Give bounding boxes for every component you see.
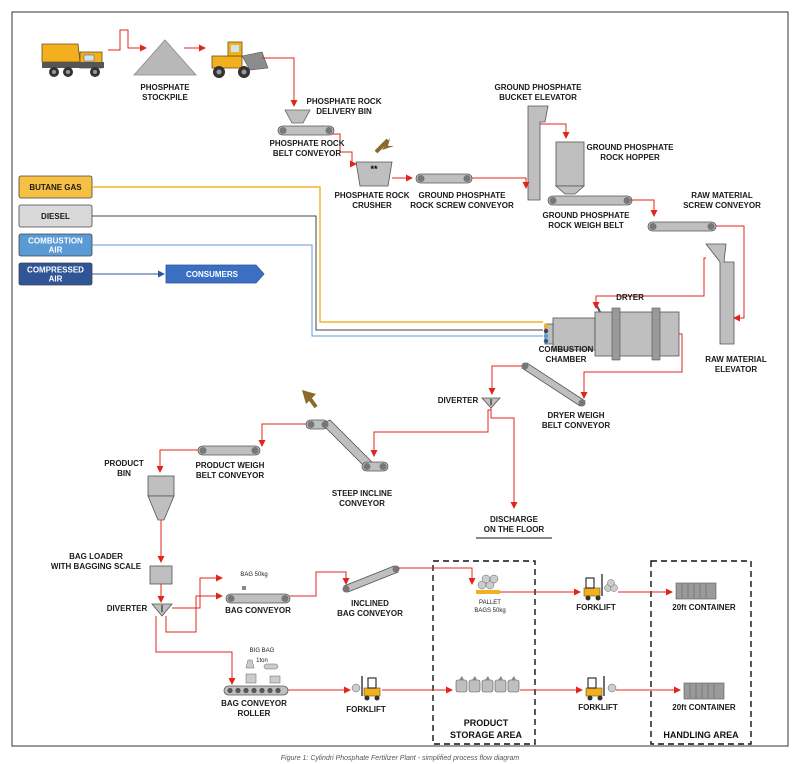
diesel-line bbox=[92, 215, 543, 331]
forklift-2-label: FORKLIFT bbox=[346, 705, 386, 714]
utility-source-box: DIESEL bbox=[18, 204, 93, 228]
product-storage-area bbox=[432, 560, 536, 745]
product-weigh-belt bbox=[197, 445, 261, 456]
inclined-bag-conveyor bbox=[342, 565, 400, 593]
inlet-dot-icon bbox=[543, 323, 549, 329]
forklift-1-label: FORKLIFT bbox=[576, 603, 616, 612]
dryer-unit bbox=[544, 303, 680, 361]
bucket-elevator bbox=[527, 105, 549, 201]
rock-hopper bbox=[554, 141, 586, 195]
utility-source-box: BUTANE GAS bbox=[18, 175, 93, 199]
dryer-weigh-belt bbox=[521, 362, 586, 407]
pallet-bags-icon bbox=[476, 574, 500, 594]
dryer-label: DRYER bbox=[616, 293, 644, 302]
forklift-icon bbox=[583, 574, 618, 601]
raw-screw-conveyor bbox=[647, 221, 717, 232]
shipping-container-icon bbox=[675, 582, 717, 600]
rock-belt-conveyor bbox=[277, 125, 335, 136]
delivery-bin bbox=[284, 109, 311, 124]
utility-source-label: BUTANE GAS bbox=[29, 183, 82, 192]
combustion-air-line bbox=[92, 244, 543, 337]
inlet-dot-icon bbox=[543, 333, 549, 339]
consumers-label: CONSUMERS bbox=[186, 270, 239, 279]
svg-text:**: ** bbox=[370, 164, 378, 174]
material-flow bbox=[108, 29, 745, 694]
steep-incline-conveyor bbox=[305, 419, 389, 472]
diagram-frame bbox=[11, 11, 789, 747]
big-bags-row-icon bbox=[455, 676, 520, 693]
shipping-container-icon bbox=[683, 682, 725, 700]
product-bin bbox=[147, 475, 175, 521]
bag-conveyor bbox=[225, 586, 291, 604]
forklift-icon bbox=[351, 676, 381, 701]
bag-conveyor-roller bbox=[223, 685, 289, 696]
forklift-3-label: FORKLIFT bbox=[578, 703, 618, 712]
exhaust-arrow-icon bbox=[374, 138, 390, 154]
inlet-dot-icon bbox=[543, 338, 549, 344]
figure-caption: Figure 1: Cylindri Phosphate Fertilizer … bbox=[281, 755, 520, 762]
wheel-loader-icon bbox=[211, 41, 269, 78]
container-1-label: 20ft CONTAINER bbox=[672, 603, 736, 612]
handling-area-title: HANDLING AREA bbox=[663, 730, 739, 740]
dump-truck-icon bbox=[41, 43, 104, 77]
diverter-2-label: DIVERTER bbox=[107, 604, 148, 613]
diverter-1-label: DIVERTER bbox=[438, 396, 479, 405]
big-bag-icon bbox=[245, 659, 281, 684]
bag-50kg-label: BAG 50kg bbox=[240, 572, 267, 578]
exhaust-arrow-icon bbox=[382, 138, 394, 150]
raw-material-elevator bbox=[705, 243, 735, 345]
bag-loader bbox=[149, 565, 173, 585]
bag-conveyor-label: BAG CONVEYOR bbox=[225, 606, 291, 615]
forklift-icon bbox=[585, 676, 617, 701]
screw-conveyor bbox=[415, 173, 473, 184]
container-2-label: 20ft CONTAINER bbox=[672, 703, 736, 712]
butane-line bbox=[92, 186, 543, 323]
rock-crusher: ** bbox=[355, 161, 393, 187]
utility-source-label: DIESEL bbox=[41, 212, 70, 221]
rock-weigh-belt bbox=[547, 195, 633, 206]
exhaust-arrow-icon bbox=[302, 390, 316, 404]
inlet-dot-icon bbox=[543, 328, 549, 334]
phosphate-stockpile bbox=[133, 39, 197, 76]
handling-area bbox=[650, 560, 752, 745]
consumers-arrow bbox=[165, 264, 265, 284]
